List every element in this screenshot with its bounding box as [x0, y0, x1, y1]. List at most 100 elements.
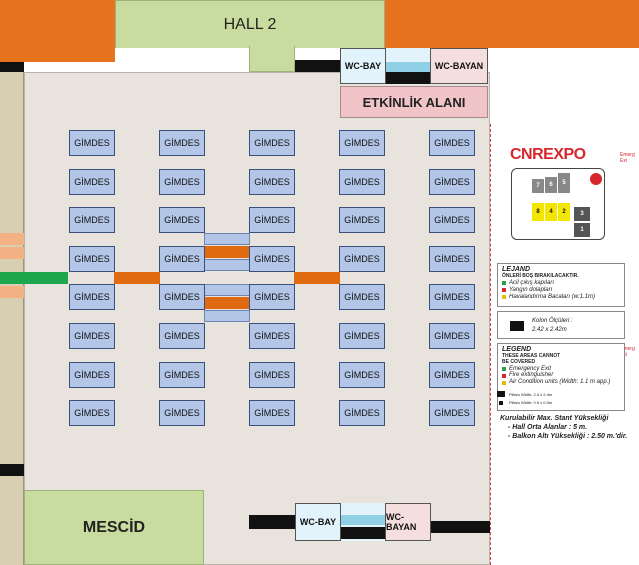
stand-r8-c3: GİMDES	[249, 400, 295, 426]
pillar-info-2-label: Pillars Width: 0.5 x 0.5m	[509, 400, 553, 405]
center-block-4	[204, 310, 250, 322]
max-height-title: Kurulabilir Max. Stant Yüksekliği	[500, 415, 609, 422]
map-marker-icon	[590, 173, 602, 185]
bottom-wall-segment	[249, 515, 295, 529]
stand-r8-c2: GİMDES	[159, 400, 205, 426]
stand-r5-c2: GİMDES	[159, 284, 205, 310]
stand-r7-c4: GİMDES	[339, 362, 385, 388]
pillar-info-1-label: Pillars Width: 2.4 x 2.4m	[509, 391, 553, 397]
orange-corridor-1	[114, 272, 160, 284]
max-height-line-2: - Balkon Altı Yüksekliği : 2.50 m.'dir.	[508, 433, 628, 441]
map-cell-8: 8	[532, 203, 544, 221]
stand-r5-c1: GİMDES	[69, 284, 115, 310]
stand-r2-c3: GİMDES	[249, 169, 295, 195]
map-cell-5: 5	[558, 173, 570, 193]
max-height-line-1: - Hall Orta Alanlar : 5 m.	[508, 424, 588, 432]
yellow-dot-icon	[502, 295, 506, 300]
side-door-2	[0, 247, 24, 259]
stand-r3-c4: GİMDES	[339, 207, 385, 233]
stand-r8-c5: GİMDES	[429, 400, 475, 426]
wc-men-top: WC-BAY	[340, 48, 386, 84]
wc-women-top: WC-BAYAN	[430, 48, 488, 84]
legend-en-title: LEGEND	[502, 346, 532, 353]
stand-r6-c5: GİMDES	[429, 323, 475, 349]
center-block-1	[204, 233, 250, 245]
wc-pipe-top	[386, 62, 430, 72]
stand-r8-c4: GİMDES	[339, 400, 385, 426]
orange-zone-top-right	[385, 0, 639, 48]
stand-r5-c3: GİMDES	[249, 284, 295, 310]
yellow-dot-icon	[502, 380, 506, 385]
stand-r6-c1: GİMDES	[69, 323, 115, 349]
map-cell-6: 6	[545, 177, 557, 193]
legend-tr-subtitle: ÖNLERİ BOŞ BIRAKILACAKTIR.	[502, 273, 579, 280]
bottom-wall-right	[431, 521, 490, 533]
stand-r4-c2: GİMDES	[159, 246, 205, 272]
stand-r2-c2: GİMDES	[159, 169, 205, 195]
wc-wall-top	[386, 72, 430, 84]
map-cell-7: 7	[532, 179, 544, 193]
hall-2-area: HALL 2	[115, 0, 385, 48]
center-block-3	[204, 284, 250, 296]
legend-tr-item-3-label: Havalandırma Bacaları (w:1.1m)	[509, 293, 596, 300]
legend-en-item-2: Fire extinguisher	[502, 372, 620, 379]
event-area: ETKİNLİK ALANI	[340, 86, 488, 118]
left-wall	[0, 72, 24, 565]
map-cell-3: 3	[574, 207, 590, 221]
stand-r1-c3: GİMDES	[249, 130, 295, 156]
side-text-top-label: Emerg Exi	[620, 152, 635, 164]
legend-tr-item-2-label: Yangın dolapları	[509, 286, 553, 293]
brand-logo-text: CNREXPO	[510, 146, 586, 163]
stand-r4-c3: GİMDES	[249, 246, 295, 272]
left-top-wall	[0, 62, 24, 72]
right-boundary-line	[490, 124, 491, 565]
column-info-size: 2.42 x 2.42m	[532, 327, 567, 333]
column-swatch	[510, 321, 524, 331]
stand-r7-c2: GİMDES	[159, 362, 205, 388]
mescid-room: MESCİD	[24, 490, 204, 565]
stand-r2-c4: GİMDES	[339, 169, 385, 195]
stand-r7-c5: GİMDES	[429, 362, 475, 388]
pillar-info-1: Pillars Width: 2.4 x 2.4m	[497, 391, 625, 397]
legend-tr: LEJAND ÖNLERİ BOŞ BIRAKILACAKTIR. Acil ç…	[497, 263, 625, 307]
left-bottom-wall	[0, 464, 24, 476]
wc-women-top-label: WC-BAYAN	[434, 61, 484, 71]
stand-r1-c2: GİMDES	[159, 130, 205, 156]
stand-r4-c4: GİMDES	[339, 246, 385, 272]
max-height-info: Kurulabilir Max. Stant Yüksekliği - Hall…	[500, 414, 639, 442]
legend-en: LEGEND THESE AREAS CANNOT BE COVERED Eme…	[497, 343, 625, 411]
map-cell-2: 2	[558, 203, 570, 221]
legend-tr-item-1: Acil çıkış kapıları	[502, 280, 620, 287]
stand-r6-c4: GİMDES	[339, 323, 385, 349]
stand-r4-c1: GİMDES	[69, 246, 115, 272]
legend-en-item-1-label: Emergency Exit	[509, 365, 552, 372]
legend-en-item-3-label: Air Condition units (Width: 1.1 m app.)	[509, 379, 611, 386]
wc-men-bottom-label: WC-BAY	[299, 517, 337, 527]
legend-tr-title: LEJAND	[502, 266, 531, 273]
wc-men-top-label: WC-BAY	[344, 61, 382, 71]
stand-r5-c4: GİMDES	[339, 284, 385, 310]
event-area-label: ETKİNLİK ALANI	[362, 94, 466, 110]
stand-r2-c5: GİMDES	[429, 169, 475, 195]
legend-en-subtitle: THESE AREAS CANNOT BE COVERED	[502, 353, 561, 365]
stand-r2-c1: GİMDES	[69, 169, 115, 195]
column-info-box: Kolon Ölçüleri : 2.42 x 2.42m	[497, 311, 625, 339]
stand-r3-c5: GİMDES	[429, 207, 475, 233]
center-orange-1	[204, 246, 250, 258]
wc-pipe-bottom	[341, 515, 385, 525]
wc-women-bottom-label: WC-BAYAN	[386, 512, 417, 532]
wc-men-bottom: WC-BAY	[295, 503, 341, 541]
stand-r3-c3: GİMDES	[249, 207, 295, 233]
pillar-info: Pillars Width: 2.4 x 2.4m Pillars Width:…	[497, 391, 625, 411]
stand-r4-c5: GİMDES	[429, 246, 475, 272]
stand-r1-c1: GİMDES	[69, 130, 115, 156]
red-dot-icon	[502, 373, 506, 378]
column-info-label: Kolon Ölçüleri :	[532, 318, 573, 324]
legend-tr-item-3: Havalandırma Bacaları (w:1.1m)	[502, 294, 620, 301]
legend-en-item-3: Air Condition units (Width: 1.1 m app.)	[502, 379, 620, 386]
legend-tr-item-2: Yangın dolapları	[502, 287, 620, 294]
stand-r8-c1: GİMDES	[69, 400, 115, 426]
stand-r3-c2: GİMDES	[159, 207, 205, 233]
legend-tr-item-1-label: Acil çıkış kapıları	[509, 279, 555, 286]
